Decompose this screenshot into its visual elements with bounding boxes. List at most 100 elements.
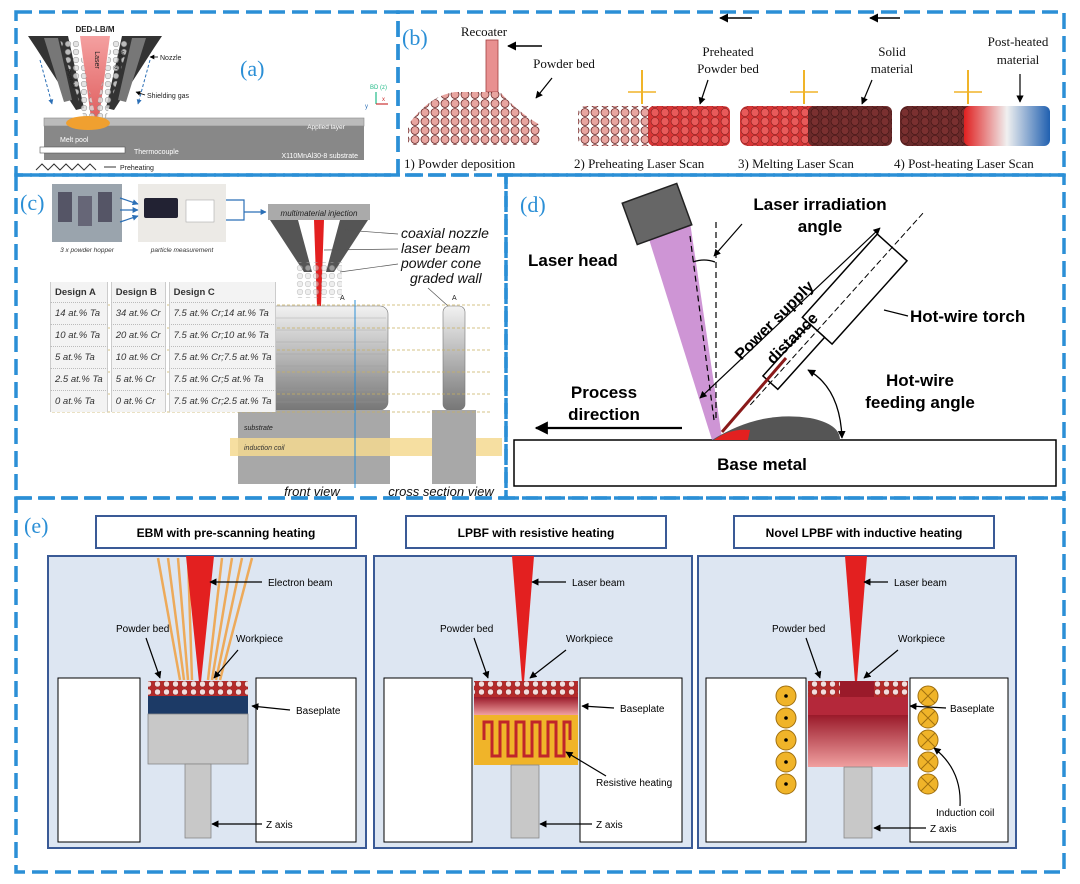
applied-layer-label: Applied layer [307, 124, 345, 131]
hopper-3 [98, 192, 112, 222]
step-caption-4: 4) Post-heating Laser Scan [894, 156, 1034, 171]
panel-label-c: (c) [20, 190, 44, 215]
ded-title: DED-LB/M [75, 25, 114, 34]
title-box-resistive [405, 515, 667, 549]
process-label-2: direction [568, 405, 640, 424]
gas-arrow-right [136, 59, 151, 105]
workpiece-label-2: Workpiece [566, 634, 613, 645]
powder-bed-label: Powder bed [533, 56, 595, 71]
design-b-header: Design B [110, 282, 166, 302]
coil-pointer [933, 747, 961, 807]
piston-3 [808, 715, 908, 767]
section-a-right: A [452, 295, 457, 302]
injection-label: multimaterial injection [281, 209, 358, 218]
workpiece-3 [840, 681, 874, 697]
cross-substrate [432, 410, 476, 484]
table-cell: 5 at.% Ta [50, 346, 108, 368]
table-cell: 2.5 at.% Ta [50, 368, 108, 390]
preheated-pointer [698, 79, 709, 105]
panel-c: (c) 3 x powder hopper particle measureme… [20, 184, 502, 499]
z-label-2: Z axis [596, 820, 623, 831]
particle-device [185, 199, 215, 223]
solid-label-2: material [871, 61, 914, 76]
axis-x-label: x [382, 97, 385, 103]
table-cell: 34 at.% Cr [110, 302, 166, 324]
nozzle-left-inner [44, 38, 72, 102]
electron-fan [156, 557, 254, 681]
solid-label-1: Solid [878, 44, 906, 59]
title-box-inductive [733, 515, 995, 549]
post-label-2: material [997, 52, 1040, 67]
baseplate-pointer-2 [581, 702, 615, 710]
panel-label-d: (d) [520, 192, 546, 217]
laser-pointer-c [323, 248, 399, 251]
step-caption-3: 3) Melting Laser Scan [738, 156, 854, 171]
table-row: 5 at.% Ta 10 at.% Cr 7.5 at.% Cr;7.5 at.… [50, 346, 277, 368]
photo-arrow-3 [119, 214, 139, 223]
laser-beam-e3 [845, 556, 867, 682]
base-metal [513, 439, 1057, 487]
baseplate-2 [474, 697, 578, 715]
cross-wall [442, 305, 466, 411]
laser-label-e3: Laser beam [894, 578, 947, 589]
laser-head-d [621, 182, 693, 246]
laser-label-e2: Laser beam [572, 578, 625, 589]
title-resistive: LPBF with resistive heating [458, 526, 615, 540]
workpiece-label-1: Workpiece [236, 634, 283, 645]
coaxial-pointer [344, 229, 399, 235]
injection-head [268, 204, 370, 220]
process-label-1: Process [571, 383, 637, 402]
table-cell: 14 at.% Ta [50, 302, 108, 324]
laser-head-label: Laser head [528, 251, 618, 270]
powder-bed-label-2: Powder bed [440, 624, 493, 635]
particle-caption: particle measurement [150, 247, 215, 254]
baseplate-pointer-1 [251, 703, 291, 711]
preheating-label: Preheating [120, 165, 154, 172]
hopper-caption: 3 x powder hopper [60, 247, 115, 254]
table-cell: 7.5 at.% Cr;10 at.% Ta [168, 324, 277, 346]
cross-view-label: cross section view [388, 484, 495, 499]
recoater-label: Recoater [461, 24, 508, 39]
post-label-1: Post-heated [988, 34, 1049, 49]
panel-label-a: (a) [240, 56, 264, 81]
nozzle-c-left [270, 220, 312, 272]
graded-wall-label: graded wall [410, 270, 482, 286]
baseplate-label-3: Baseplate [950, 704, 995, 715]
table-cell: 7.5 at.% Cr;2.5 at.% Ta [168, 390, 277, 412]
panel-frames [14, 10, 1066, 874]
chamber-wall-right-2 [579, 677, 683, 843]
powder-cone-label: powder cone [400, 255, 481, 271]
powder-stream-left [60, 40, 96, 118]
thermocouple [39, 146, 126, 154]
piston-1 [147, 713, 249, 765]
bracket [226, 199, 245, 221]
coil-crosses-right [917, 685, 939, 795]
workpiece-pointer-1 [213, 649, 239, 679]
laser-beam-label-c: laser beam [401, 240, 471, 256]
design-table-header: Design A Design B Design C [50, 282, 277, 302]
powder-pile [408, 92, 540, 145]
step-caption-1: 1) Powder deposition [404, 156, 516, 171]
baseplate-label-1: Baseplate [296, 706, 341, 717]
table-cell: 5 at.% Cr [110, 368, 166, 390]
preheated-label-2: Powder bed [697, 61, 759, 76]
table-cell: 10 at.% Ta [50, 324, 108, 346]
workpiece-pointer-2 [529, 649, 567, 679]
baseplate-pointer-3 [909, 702, 947, 710]
powder-bed-label-1: Powder bed [116, 624, 169, 635]
nozzle-label: Nozzle [160, 55, 182, 62]
chamber-wall-left-1 [57, 677, 141, 843]
powder-layer-1 [148, 681, 248, 696]
gas-arrow-left [39, 59, 54, 105]
preheat-zone [648, 106, 730, 146]
height-guides [52, 304, 490, 413]
melt-zone-d [714, 429, 750, 440]
supply-distance-arrow [699, 227, 881, 399]
laser-beam-e2 [512, 556, 534, 682]
resistive-wire [482, 720, 572, 758]
baseplate-label-2: Baseplate [620, 704, 665, 715]
nozzle-c-right [326, 220, 368, 272]
laser-label-a: Laser [93, 51, 100, 69]
baseplate-3 [808, 697, 908, 715]
